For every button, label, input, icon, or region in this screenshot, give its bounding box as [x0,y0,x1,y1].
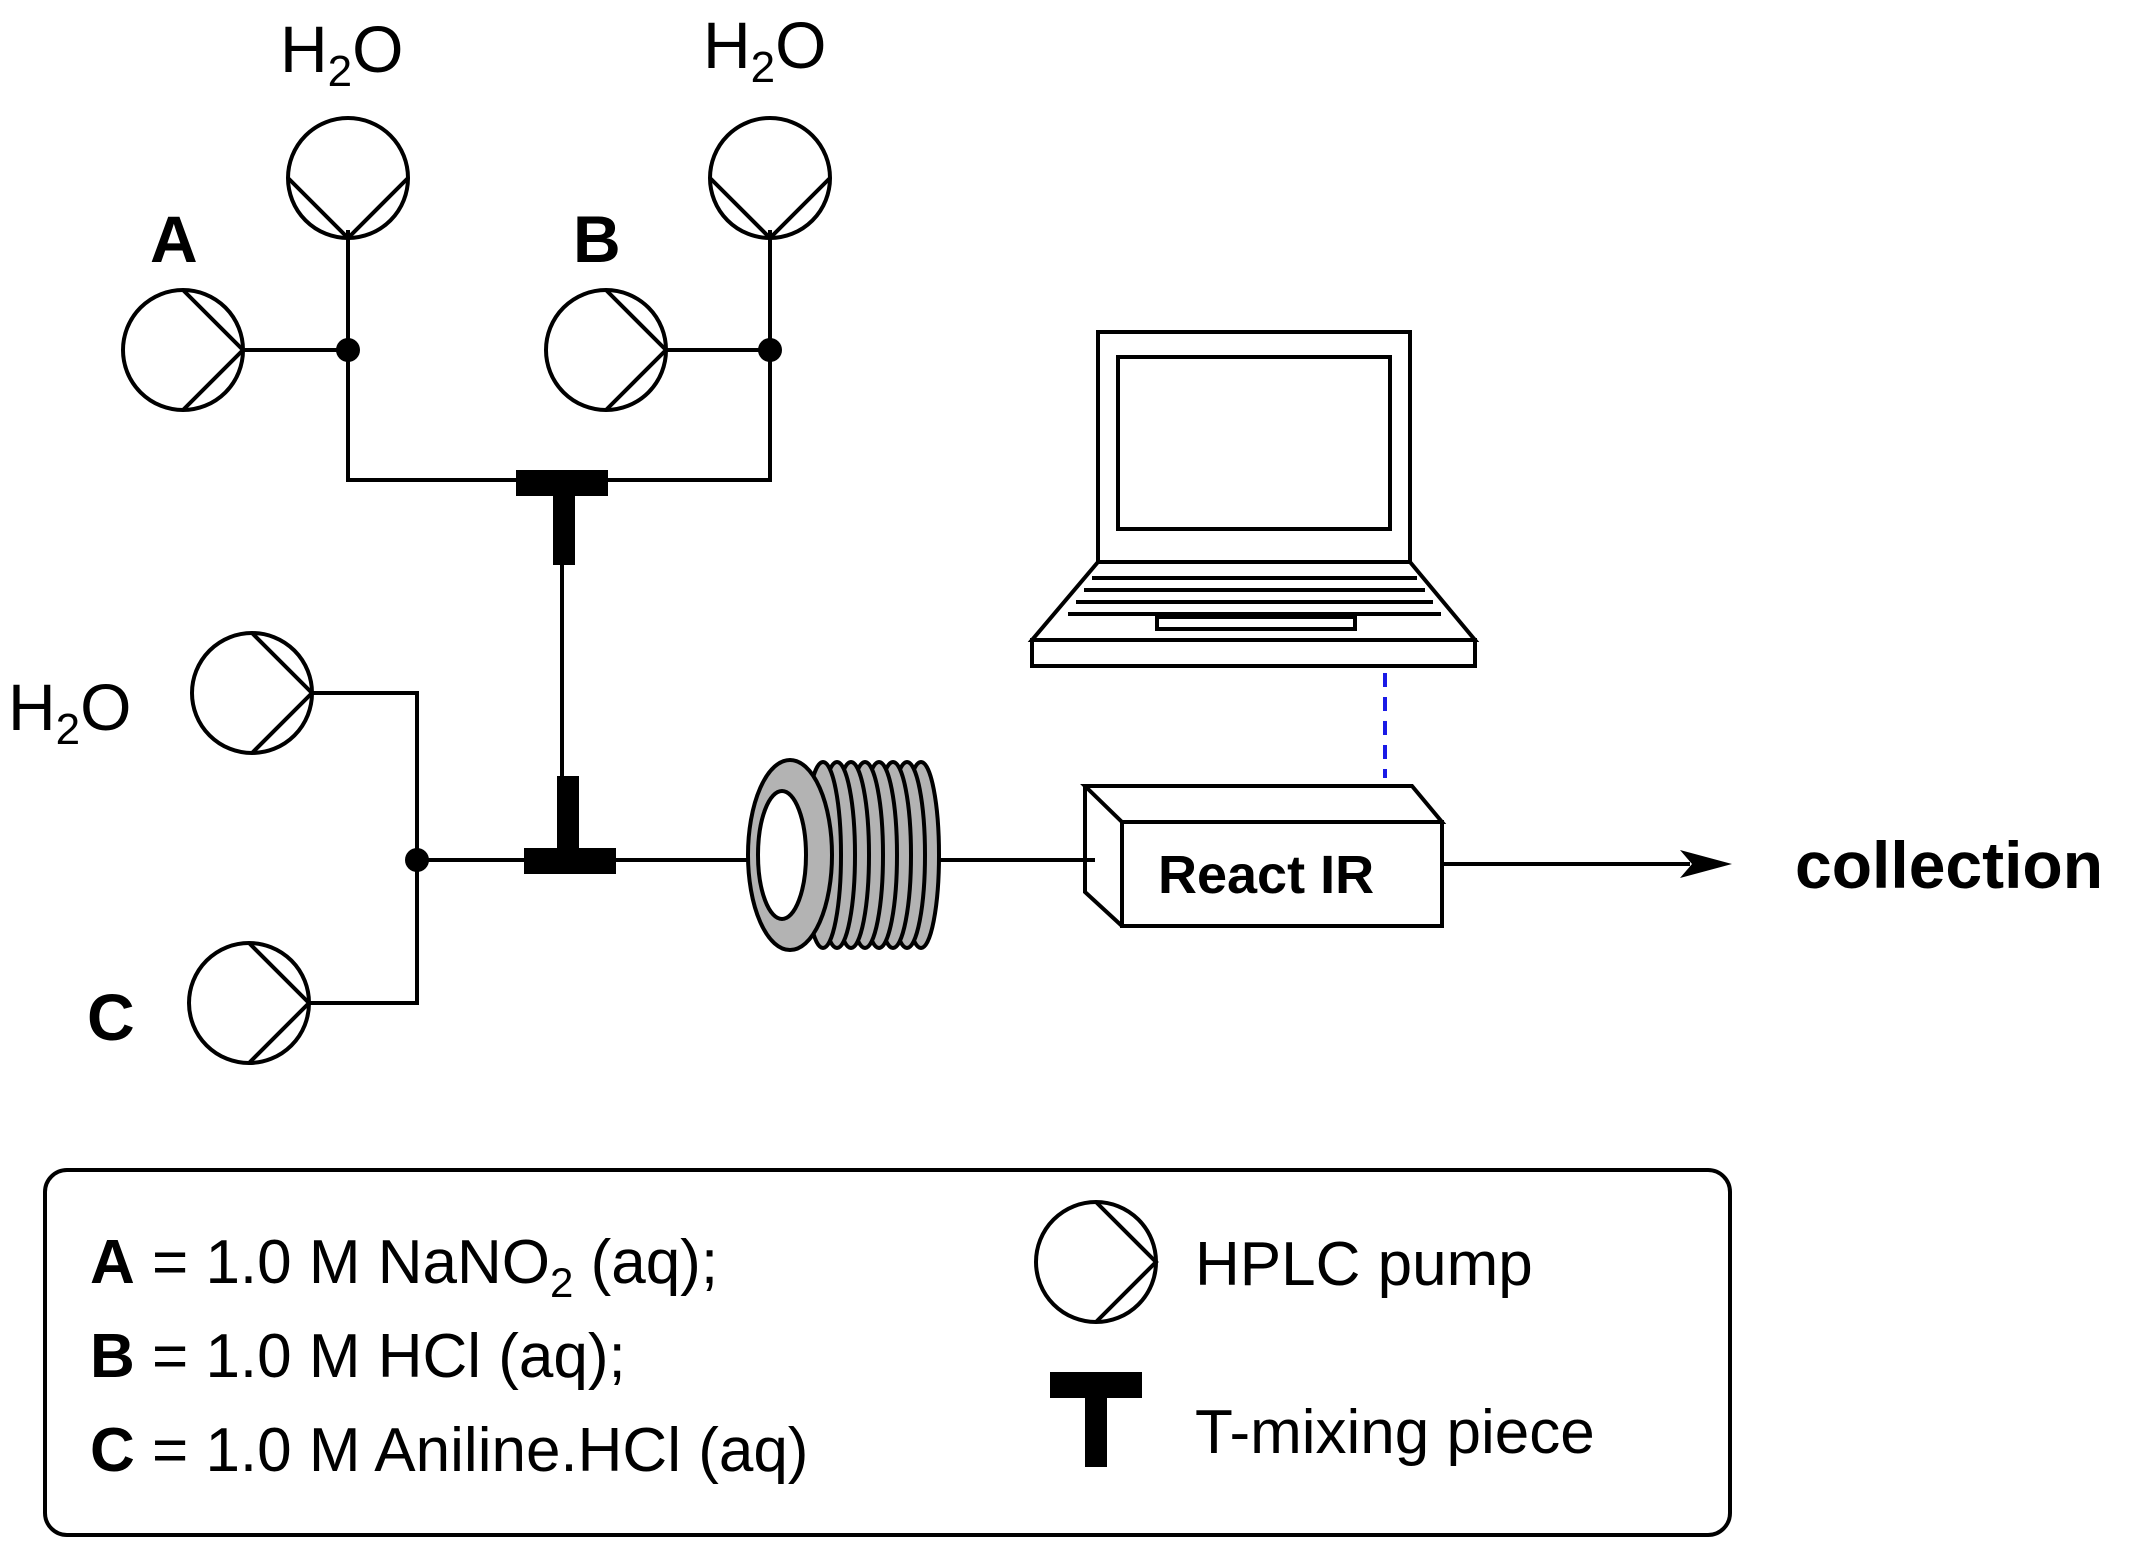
reactor-coil [746,758,941,952]
t-mixing-piece-top [516,470,608,565]
legend-t-piece-label: T-mixing piece [1195,1398,1595,1467]
hplc-pump-water-left [286,116,410,241]
react-ir-label: React IR [1158,845,1374,905]
hplc-pump-water-lower [190,631,315,755]
junction-dot [758,338,782,362]
hplc-pump-a [121,288,246,412]
t-mixing-piece-bottom [524,776,616,874]
label-water-left: H2O [280,12,404,96]
tubing-lines [243,230,1095,1005]
label-water-lower: H2O [8,670,132,754]
legend-row-a: A = 1.0 M NaNO2 (aq); [90,1228,718,1306]
junction-dot [405,848,429,872]
react-ir-box [1080,784,1447,928]
junction-dot [336,338,360,362]
outlet-arrow [1442,850,1732,878]
collection-label: collection [1795,828,2103,902]
label-pump-b: B [573,202,621,276]
legend-pump-icon [1034,1200,1159,1324]
legend-t-piece-icon [1050,1372,1142,1467]
legend-row-c: C = 1.0 M Aniline.HCl (aq) [90,1416,808,1485]
hplc-pump-b [544,288,669,412]
laptop-icon [1027,330,1480,668]
legend-pump-label: HPLC pump [1195,1230,1533,1299]
hplc-pump-water-right [708,116,832,241]
label-pump-a: A [150,202,198,276]
legend-box [43,1168,1732,1537]
hplc-pump-c [187,941,312,1065]
label-water-right: H2O [703,8,827,92]
label-pump-c: C [87,980,135,1054]
legend-row-b: B = 1.0 M HCl (aq); [90,1322,626,1391]
